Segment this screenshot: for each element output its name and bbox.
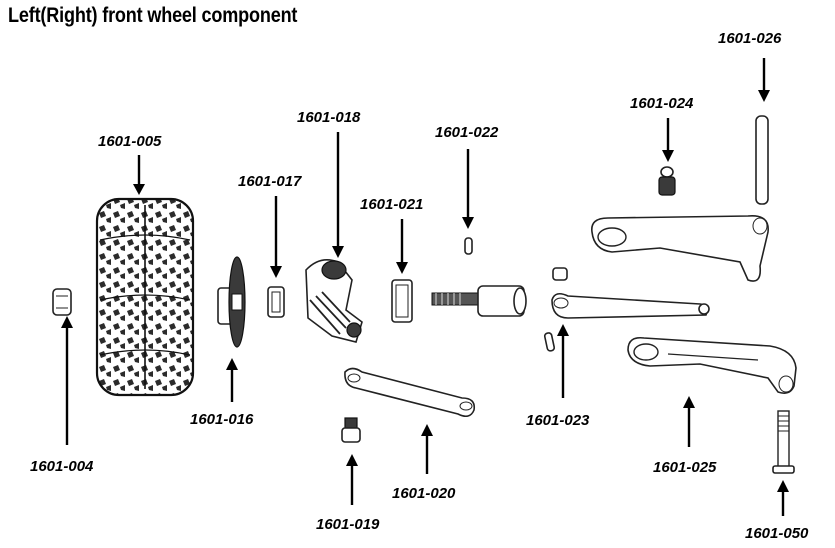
drive-axle bbox=[431, 285, 527, 317]
label-1601-022: 1601-022 bbox=[435, 124, 499, 141]
upper-a-arm bbox=[591, 215, 769, 282]
part-1601-023-link bbox=[543, 267, 710, 352]
part-1601-020-steering-link bbox=[344, 367, 476, 418]
part-1601-004-nut bbox=[52, 288, 72, 316]
part-1601-025-lower-arm bbox=[627, 336, 797, 394]
part-1601-017-bearing bbox=[267, 286, 285, 318]
part-1601-005-tire bbox=[95, 197, 195, 397]
label-1601-020: 1601-020 bbox=[392, 485, 456, 502]
part-1601-024-ball-stud bbox=[658, 166, 676, 196]
label-1601-021: 1601-021 bbox=[360, 196, 423, 213]
label-1601-026: 1601-026 bbox=[718, 30, 782, 47]
part-1601-021-bearing bbox=[391, 279, 413, 323]
part-1601-026-hinge-pin bbox=[755, 115, 769, 205]
label-1601-018: 1601-018 bbox=[297, 109, 361, 126]
part-1601-016-wheel-hub bbox=[217, 256, 246, 348]
part-1601-019-ball-stud bbox=[341, 417, 361, 443]
label-1601-019: 1601-019 bbox=[316, 516, 380, 533]
part-1601-050-screw bbox=[772, 410, 795, 474]
diagram-title: Left(Right) front wheel component bbox=[8, 4, 298, 27]
label-1601-005: 1601-005 bbox=[98, 133, 162, 150]
label-1601-023: 1601-023 bbox=[526, 412, 590, 429]
part-labels: 1601-004 1601-005 1601-016 1601-017 1601… bbox=[30, 30, 809, 542]
label-1601-025: 1601-025 bbox=[653, 459, 717, 476]
label-1601-017: 1601-017 bbox=[238, 173, 302, 190]
label-1601-016: 1601-016 bbox=[190, 411, 254, 428]
label-1601-050: 1601-050 bbox=[745, 525, 809, 542]
part-1601-022-pin bbox=[464, 237, 473, 255]
label-1601-004: 1601-004 bbox=[30, 458, 94, 475]
part-1601-018-knuckle bbox=[305, 259, 363, 343]
leader-arrows bbox=[61, 58, 789, 516]
label-1601-024: 1601-024 bbox=[630, 95, 694, 112]
